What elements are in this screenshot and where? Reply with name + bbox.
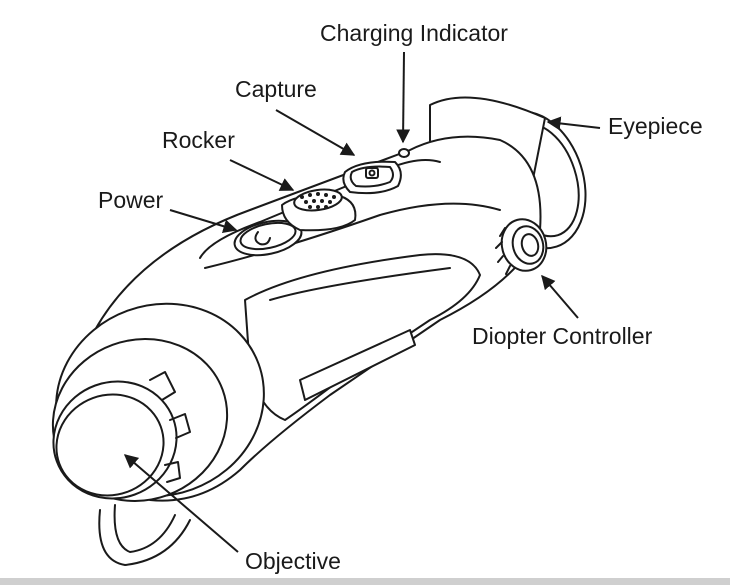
objective-lens-cap <box>52 371 191 500</box>
leader-eyepiece <box>546 116 601 131</box>
label-power: Power <box>98 187 164 213</box>
leader-diopter-controller <box>541 274 579 319</box>
charging-led <box>398 148 410 158</box>
power-button <box>233 219 303 257</box>
label-rocker: Rocker <box>162 127 235 153</box>
top-housing <box>199 159 441 259</box>
bottom-scroll-strip <box>0 578 730 585</box>
diopter-knob <box>495 218 548 275</box>
rocker-wheel <box>281 188 357 232</box>
capture-button <box>342 160 402 195</box>
leader-rocker <box>229 159 295 191</box>
side-grip <box>244 253 481 421</box>
label-eyepiece: Eyepiece <box>608 113 703 139</box>
label-diopter-controller: Diopter Controller <box>472 323 653 349</box>
leader-power <box>169 209 238 234</box>
leader-objective <box>123 454 239 553</box>
leader-charging-indicator <box>396 51 411 144</box>
leader-capture <box>275 109 356 156</box>
label-capture: Capture <box>235 76 317 102</box>
label-charging-indicator: Charging Indicator <box>320 20 508 46</box>
label-objective: Objective <box>245 548 341 574</box>
lens-cap-strap <box>98 504 191 566</box>
